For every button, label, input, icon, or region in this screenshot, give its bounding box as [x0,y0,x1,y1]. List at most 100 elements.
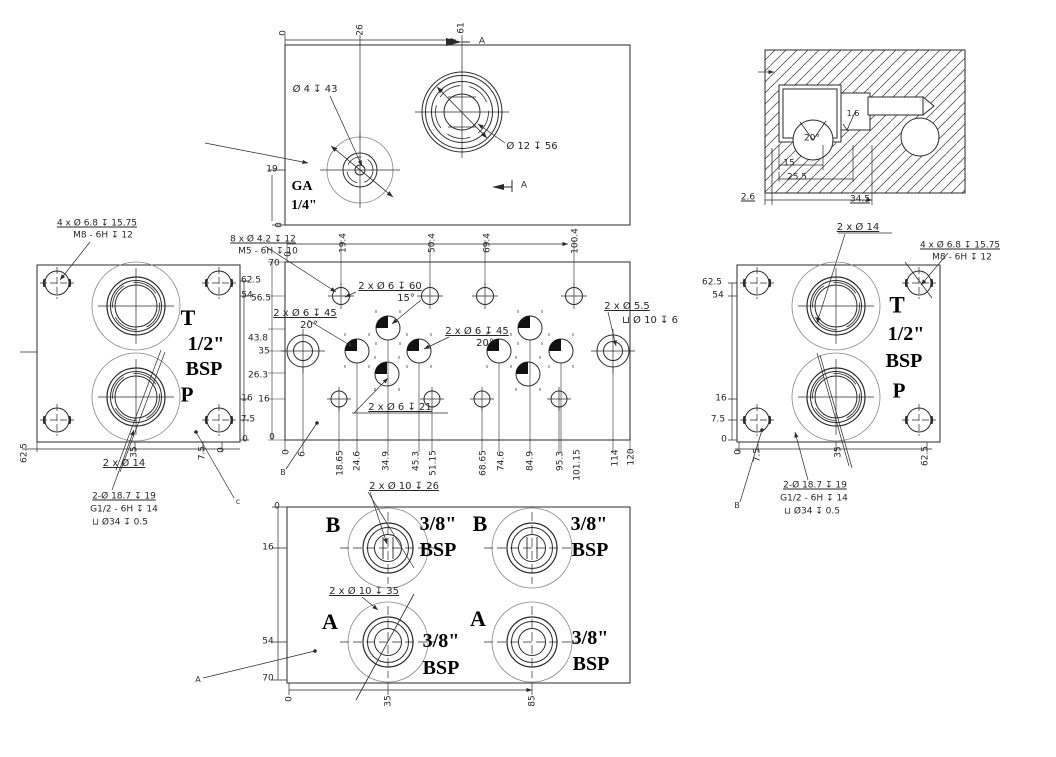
rightview-dim-0-bottom: 0 [733,449,744,455]
section-dim-20deg: 20° [804,133,820,144]
bottomview-dim-85-bottom: 85 [527,695,538,707]
centerview-ann-45a-hole: 2 x Ø 6 ↧ 45 [273,308,337,319]
centerview-dim-16: 16 [258,394,270,405]
bottomview-size-a1: 3/8" [422,630,460,652]
topview-ann-main-hole: Ø 12 ↧ 56 [506,141,558,152]
rightview-dim-35-bottom: 35 [833,446,844,458]
centerview-ann-60-hole: 2 x Ø 6 ↧ 60 [358,281,422,292]
centerview-dim-b68-65: 68.65 [478,450,489,476]
topview-dim-0-top: 0 [278,30,289,36]
rightview-ann-2x14: 2 x Ø 14 [836,222,880,233]
bottomview-std-a1: BSP [422,657,460,679]
bottom-face-view [202,491,631,701]
centerview-ann-55-cbore: ⊔ Ø 10 ↧ 6 [622,315,678,326]
right-side-view [728,252,949,503]
rightview-dim-62-5: 62.5 [701,277,723,288]
centerview-ann-60-angle: 15° [397,293,415,304]
centerview-dim-0-top: 0 [283,251,294,257]
rightview-port-size: 1/2" [887,323,925,345]
centerview-dim-50-4: 50.4 [427,232,438,254]
rightview-ann-bolts-1: 4 x Ø 6.8 ↧ 15.75 [919,240,1001,251]
leftview-dim-0-bottom: 0 [216,447,227,453]
leftview-marker-c: c [235,497,241,506]
centerview-marker-b: B [280,468,286,477]
rightview-dim-7-5-bottom: 7.5 [752,447,763,463]
centerview-dim-69-4: 69.4 [482,232,493,254]
topview-dim-26: 26 [355,24,366,36]
bottomview-size-b2: 3/8" [570,513,608,535]
centerview-dim-0-left: 0 [269,432,275,443]
bottomview-dim-70: 70 [262,673,274,684]
bottomview-dim-16: 16 [262,542,274,553]
centerview-dim-70: 70 [268,258,280,269]
rightview-marker-b: B [734,501,740,510]
bottomview-marker-a: A [195,675,201,684]
leftview-dim-35-bottom: 35 [129,446,140,458]
bottomview-dim-0-bottom: 0 [284,696,295,702]
centerview-ann-21-hole: 2 x Ø 6 ↧ 21 [368,402,432,413]
leftview-dim-62-5: 62.5 [240,275,262,286]
leftview-dim-16: 16 [241,393,253,404]
rightview-ann-port-3: ⊔ Ø34 ↧ 0.5 [784,506,840,517]
topview-ann-ga-hole: Ø 4 ↧ 43 [292,84,338,95]
top-view [204,35,631,226]
leftview-port-std: BSP [185,358,223,380]
rightview-ann-bolts-2: M8 - 6H ↧ 12 [932,252,992,263]
centerview-ann-m5-2: M5 - 6H ↧ 10 [238,246,298,257]
topview-dim-0-bottom: 0 [274,222,285,228]
leftview-ann-port-1: 2-Ø 18.7 ↧ 19 [92,491,156,502]
center-top-face-view [264,240,636,470]
bottomview-size-b1: 3/8" [419,513,457,535]
section-dim-15: 15 [783,158,795,169]
leftview-ann-2x14: 2 x Ø 14 [102,458,146,469]
topview-section-a-bottom: A [520,180,528,191]
bottomview-std-b2: BSP [571,539,609,561]
leftview-dim-7-5-bottom: 7.5 [197,445,208,461]
centerview-dim-100-4: 100.4 [570,228,581,254]
centerview-dim-b120: 120 [626,448,637,466]
centerview-dim-b84-9: 84.9 [525,450,536,472]
centerview-dim-35: 35 [258,346,270,357]
leftview-ann-bolts-1: 4 x Ø 6.8 ↧ 15.75 [56,218,138,229]
rightview-ann-port-2: G1/2 - 6H ↧ 14 [780,493,848,504]
leftview-dim-0: 0 [242,434,248,445]
centerview-ann-45b-hole: 2 x Ø 6 ↧ 45 [445,326,509,337]
centerview-ann-45b-angle: 20° [476,338,494,349]
bottomview-std-a2: BSP [572,653,610,675]
topview-port-ga-size: 1/4" [291,198,317,213]
centerview-dim-b6: 6 [297,451,308,457]
bottomview-std-b1: BSP [419,539,457,561]
centerview-ann-m5-1: 8 x Ø 4.2 ↧ 12 [230,234,296,245]
centerview-dim-b0: 0 [281,449,292,455]
rightview-dim-7-5: 7.5 [710,414,726,425]
bottomview-dim-0: 0 [274,501,280,512]
topview-dim-61: 61 [456,22,467,34]
centerview-dim-19-4: 19.4 [338,232,349,254]
centerview-ann-55-hole: 2 x Ø 5.5 [604,301,650,312]
bottomview-port-a2: A [470,606,486,631]
centerview-dim-b74-6: 74.6 [496,450,507,472]
rightview-dim-62-5-bottom: 62.5 [920,445,931,467]
centerview-ann-45a-angle: 20° [300,320,318,331]
topview-section-a-top: A [478,36,486,47]
centerview-dim-43-8: 43.8 [247,333,269,344]
bottomview-port-b1: B [325,512,341,537]
rightview-dim-0: 0 [721,434,727,445]
rightview-dim-54: 54 [712,290,724,301]
left-side-view [20,241,249,499]
section-view [758,49,966,324]
leftview-dim-62-5-bottom: 62.5 [19,442,30,464]
centerview-dim-b95-3: 95.3 [555,450,566,472]
centerview-dim-b114: 114 [610,449,621,467]
rightview-port-t: T [889,292,905,318]
bottomview-port-a1: A [322,609,338,634]
centerview-dim-56-5: 56.5 [250,293,272,304]
rightview-dim-16: 16 [715,393,727,404]
topview-dim-19: 19 [266,164,278,175]
section-dim-2-6: 2.6 [740,192,756,203]
section-dim-25-5: 25.5 [786,172,808,183]
bottomview-dim-54: 54 [262,636,274,647]
leftview-port-size: 1/2" [187,333,225,355]
